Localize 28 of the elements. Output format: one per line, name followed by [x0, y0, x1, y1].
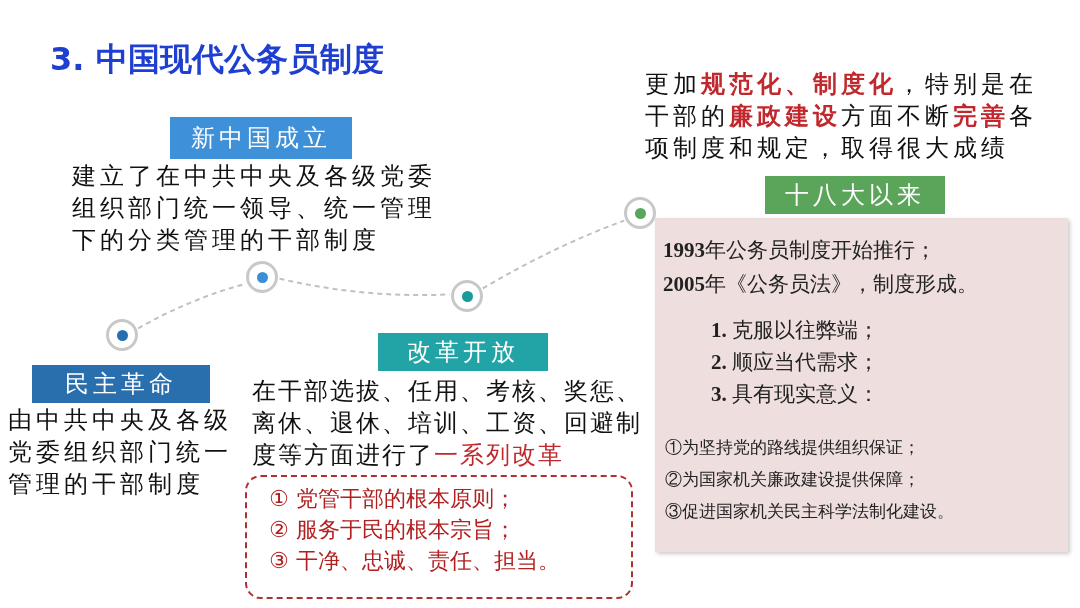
dashed-connector [278, 277, 451, 297]
principle-text: ② 服务于民的根本宗旨； [269, 516, 517, 544]
period-label: 十八大以来 [765, 176, 945, 214]
panel-text: ③促进国家机关民主科学法制化建设。 [665, 501, 954, 523]
timeline-dot [246, 261, 278, 293]
period-label: 民主革命 [32, 365, 210, 403]
description-text: 更加规范化、制度化，特别是在干部的廉政建设方面不断完善各项制度和规定，取得很大成绩 [645, 69, 1038, 164]
period-label: 新中国成立 [170, 117, 352, 159]
dashed-box [245, 475, 633, 599]
principle-text: ① 党管干部的根本原则； [269, 485, 517, 513]
timeline-dot [451, 280, 483, 312]
panel-text: ①为坚持党的路线提供组织保证； [665, 437, 920, 459]
panel-text: 2005年《公务员法》，制度形成。 [663, 271, 978, 298]
description-text: 由中共中央及各级党委组织部门统一管理的干部制度 [8, 405, 233, 500]
info-panel [655, 218, 1068, 552]
panel-text: 1993年公务员制度开始推行； [663, 237, 936, 264]
panel-text: 3. 具有现实意义： [711, 381, 879, 408]
principle-text: ③ 干净、忠诚、责任、担当。 [269, 547, 561, 575]
panel-text: ②为国家机关廉政建设提供保障； [665, 469, 920, 491]
description-text: 在干部选拔、任用、考核、奖惩、离休、退休、培训、工资、回避制度等方面进行了一系列改革 [252, 376, 643, 471]
panel-text: 1. 克服以往弊端； [711, 317, 879, 344]
timeline-dot [624, 197, 656, 229]
page-title: 3. 中国现代公务员制度 [50, 39, 384, 80]
dashed-connector [481, 219, 626, 290]
timeline-dot [106, 319, 138, 351]
period-label: 改革开放 [378, 333, 548, 371]
description-text: 建立了在中共中央及各级党委组织部门统一领导、统一管理下的分类管理的干部制度 [72, 161, 437, 256]
panel-text: 2. 顺应当代需求； [711, 349, 879, 376]
